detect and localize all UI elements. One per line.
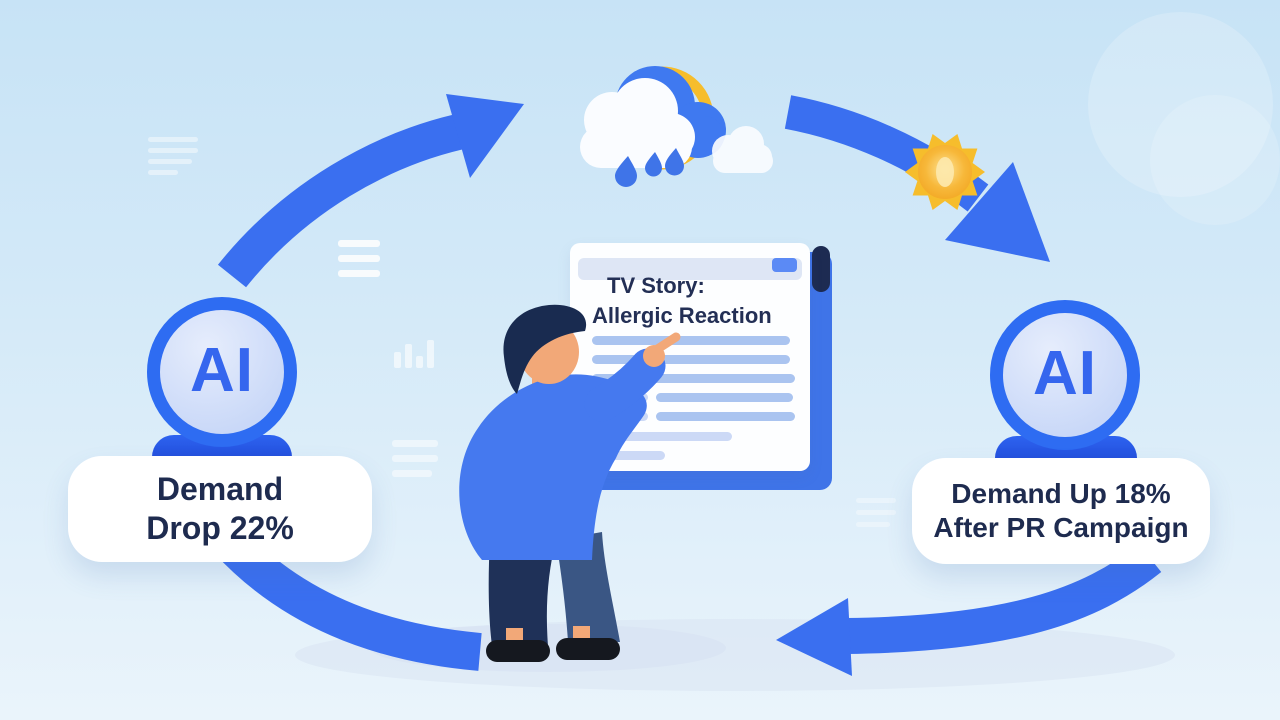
shoe <box>486 640 550 662</box>
raindrops-icon <box>615 148 684 187</box>
text-line <box>592 451 665 460</box>
text-line <box>592 374 795 383</box>
cycle-arrow-top-right <box>784 95 1050 262</box>
text-line <box>656 393 793 402</box>
article-title-line2: Allergic Reaction <box>592 303 772 328</box>
small-cloud-icon <box>712 126 773 173</box>
text-line <box>592 432 732 441</box>
decor-bar-chart-icon <box>394 336 438 368</box>
ground-shadow <box>370 624 726 672</box>
stat-card-right: Demand Up 18% After PR Campaign <box>912 458 1210 564</box>
cycle-arrow-bottom-right <box>776 543 1162 676</box>
stat-card-right-line1: Demand Up 18% <box>951 477 1171 509</box>
background-blob <box>1088 12 1273 197</box>
decor-text-lines <box>392 440 438 477</box>
article-clip <box>812 246 830 292</box>
sun-icon <box>905 134 985 210</box>
shoe <box>556 638 620 660</box>
article-header-bar <box>578 258 802 280</box>
sun-behind-rain-cloud-icon <box>580 66 726 170</box>
article-title-line1: TV Story: <box>607 273 705 298</box>
ai-badge-right: AI <box>990 300 1140 450</box>
text-line <box>592 336 790 345</box>
article-title: TV Story: Allergic Reaction <box>592 271 772 331</box>
ai-badge-left: AI <box>147 297 297 447</box>
decor-text-lines <box>856 498 896 527</box>
stat-card-left-line1: Demand <box>156 470 284 507</box>
stat-card-left: Demand Drop 22% <box>68 456 372 562</box>
ground-shadow <box>295 619 1175 691</box>
text-line <box>592 393 648 402</box>
decor-text-lines <box>338 240 380 277</box>
person-legs <box>486 532 620 662</box>
background-blob <box>1150 95 1280 225</box>
stat-card-right-line2: After PR Campaign <box>933 512 1189 543</box>
text-line <box>656 412 795 421</box>
ai-badge-left-label: AI <box>190 335 254 405</box>
ai-badge-right-label: AI <box>1033 338 1097 408</box>
text-line <box>592 412 648 421</box>
decor-text-lines <box>148 137 198 175</box>
stat-card-left-line2: Drop 22% <box>146 510 294 546</box>
article-header-button <box>772 258 797 272</box>
text-line <box>592 355 790 364</box>
news-article-panel: TV Story: Allergic Reaction <box>570 243 810 471</box>
